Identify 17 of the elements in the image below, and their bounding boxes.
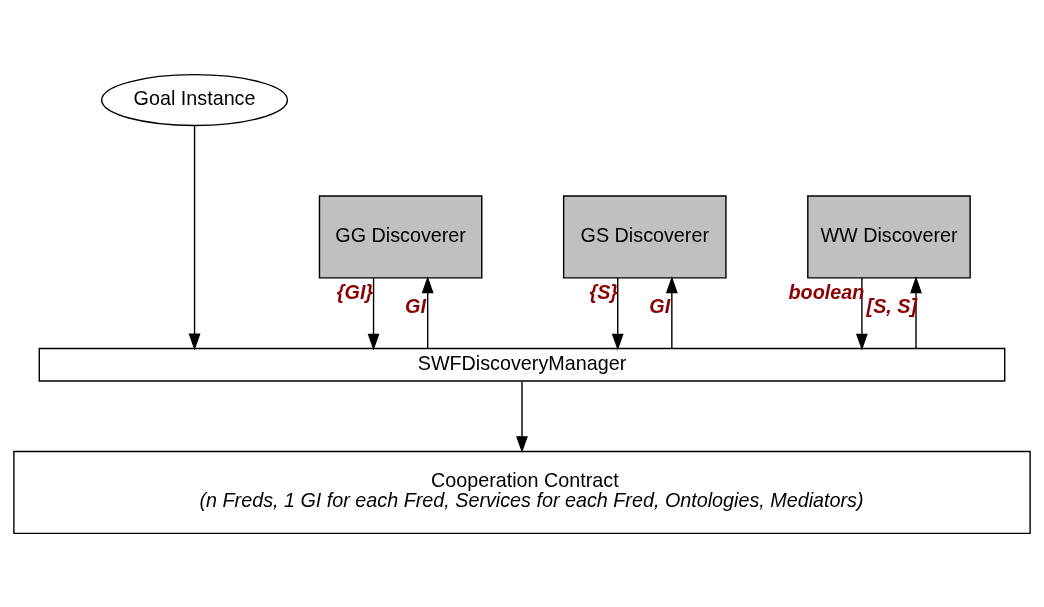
arrow <box>910 275 922 349</box>
node-box: SWFDiscoveryManager <box>38 347 1006 382</box>
node-box: GS Discoverer <box>562 194 727 279</box>
arrow <box>367 276 380 351</box>
node-box: GG Discoverer <box>318 194 483 279</box>
arrow <box>421 275 434 349</box>
node-box: Cooperation Contract (n Freds, 1 GI for each Fred, Services for each Fred, Ontologies, Mediators) <box>13 450 1031 534</box>
edge-label: {GI} <box>336 280 374 303</box>
arrow <box>665 275 678 349</box>
arrow <box>188 124 201 350</box>
edge-label: GI <box>649 294 671 317</box>
arrow <box>611 276 624 351</box>
arrow <box>855 276 868 351</box>
node-box: WW Discoverer <box>807 194 971 279</box>
node-ellipse: Goal Instance <box>101 73 289 126</box>
arrow <box>516 380 528 453</box>
edge-label: GI <box>405 294 426 317</box>
